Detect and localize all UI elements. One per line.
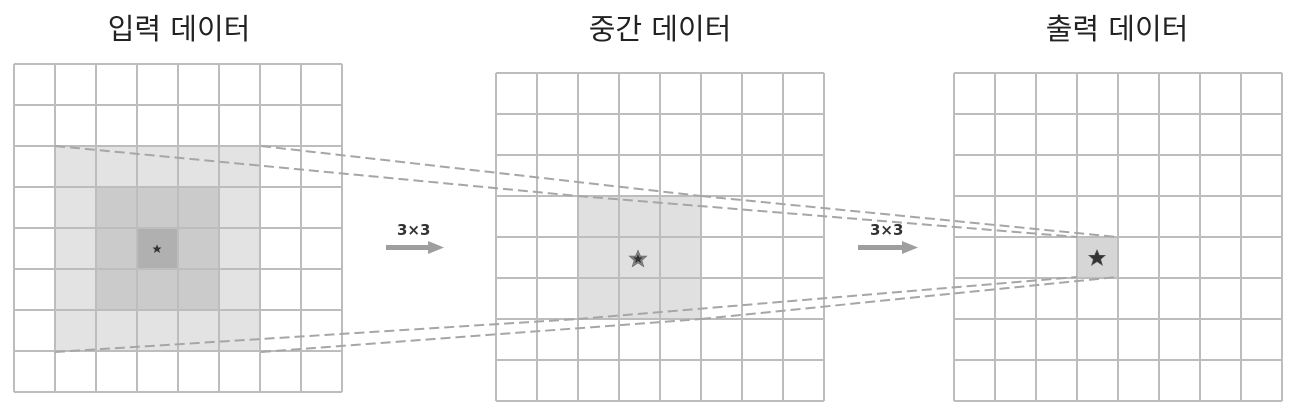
output-data-title: 출력 데이터 — [1045, 12, 1189, 46]
star-icon — [628, 249, 648, 268]
second-operation: 3×3 — [858, 221, 918, 254]
star-icon — [152, 244, 162, 253]
output-grid-lines — [953, 72, 1283, 402]
input-data-title: 입력 데이터 — [107, 12, 251, 46]
arrow-right-icon — [858, 241, 918, 254]
output-grid — [953, 72, 1283, 402]
input-grid — [13, 63, 343, 393]
middle-grid — [495, 72, 825, 402]
first-operation: 3×3 — [386, 221, 444, 254]
projection-lines — [54, 145, 1118, 353]
middle-grid-lines — [495, 72, 825, 402]
middle-data-title: 중간 데이터 — [588, 12, 732, 46]
input-grid-lines — [13, 63, 343, 393]
star-icon — [1087, 248, 1107, 267]
first-operation-label: 3×3 — [397, 221, 430, 239]
second-operation-label: 3×3 — [870, 221, 903, 239]
arrow-right-icon — [386, 241, 444, 254]
